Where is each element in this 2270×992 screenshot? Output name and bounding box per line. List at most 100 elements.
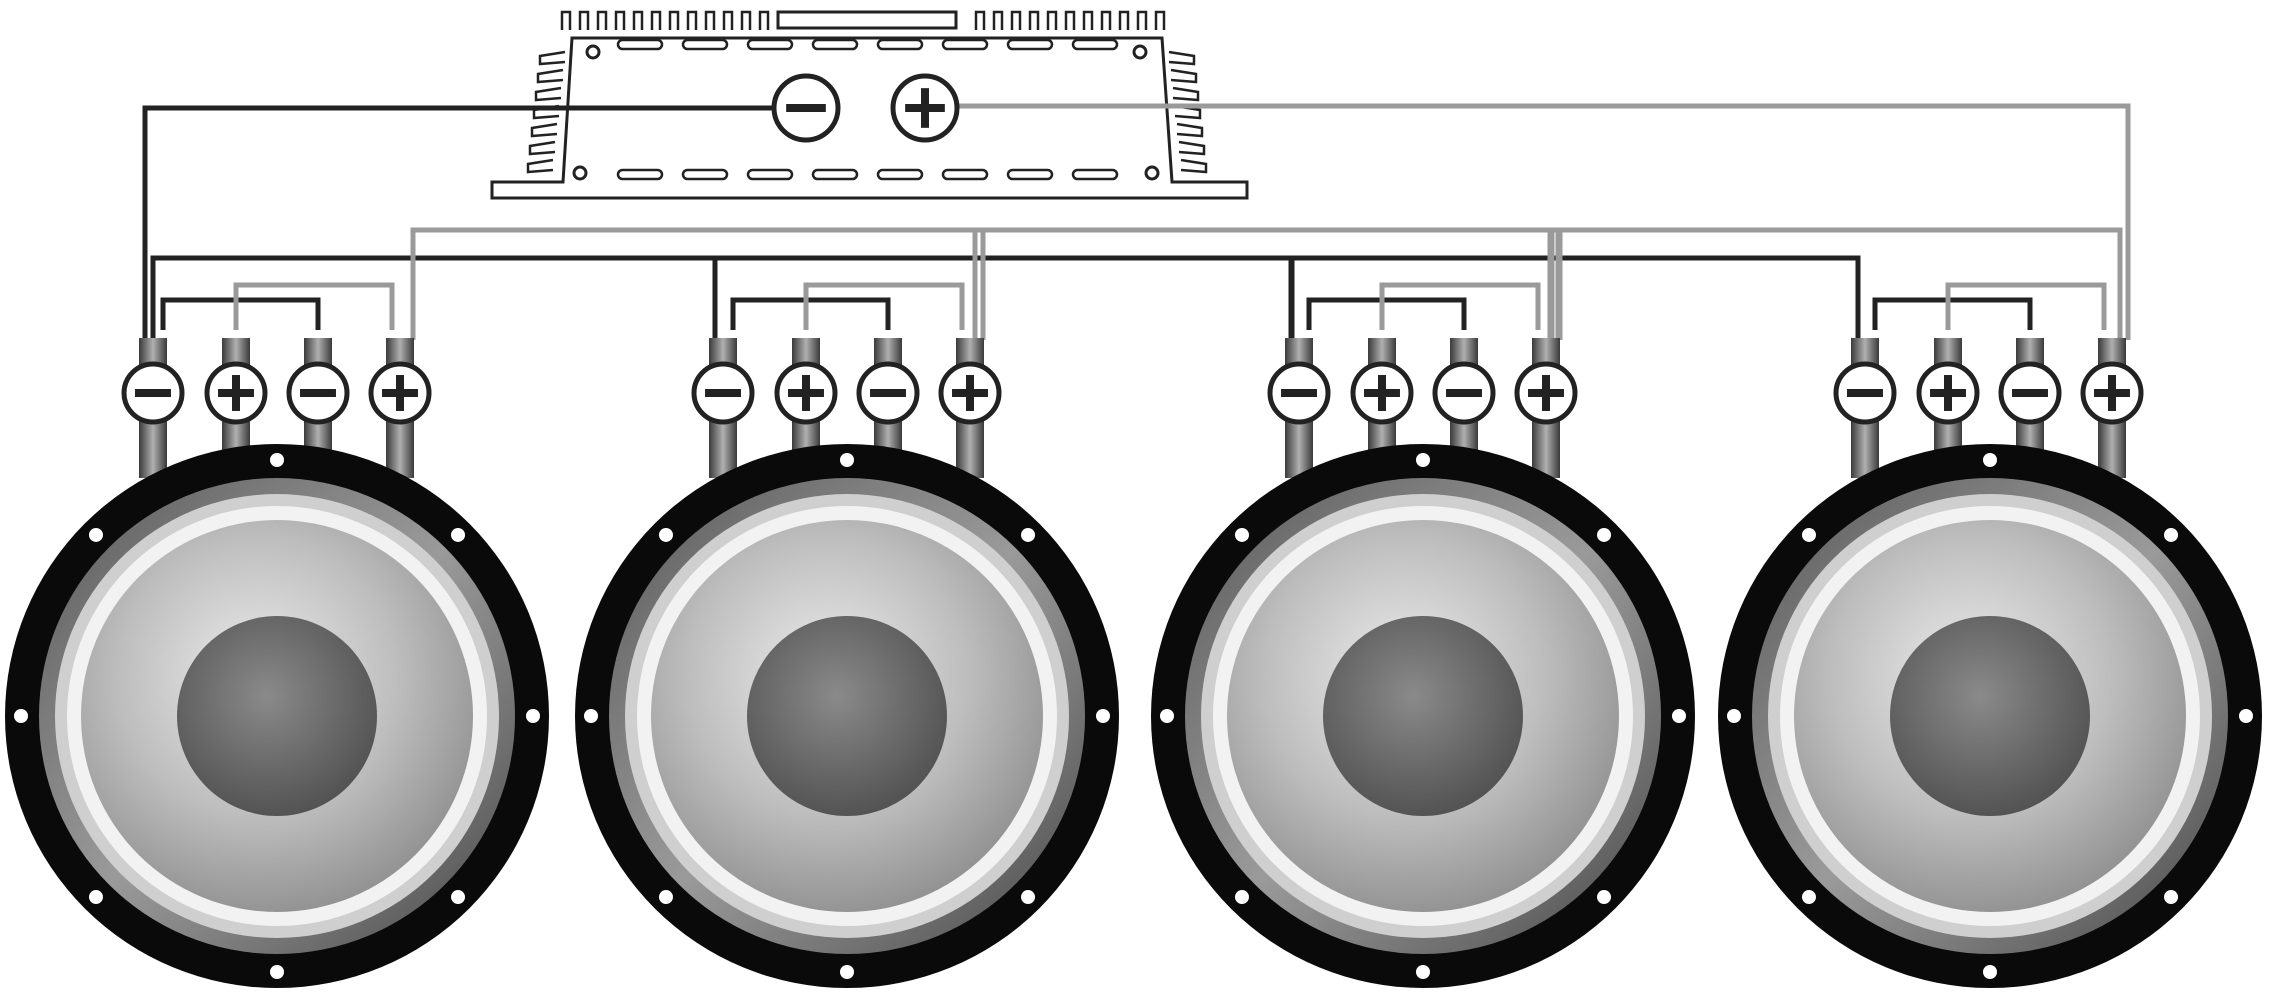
speaker-positive-terminal — [1350, 361, 1414, 425]
heatsink-fin — [668, 10, 680, 30]
speaker-negative-terminal — [856, 361, 920, 425]
mounting-hole — [451, 527, 466, 542]
series-jumper-positive — [233, 282, 395, 330]
heatsink-fin — [560, 10, 572, 30]
heatsink-fin — [758, 10, 770, 30]
mounting-hole — [1021, 890, 1036, 905]
mounting-hole — [270, 965, 284, 979]
vent-slot — [876, 38, 924, 51]
amplifier-negative-terminal — [771, 73, 841, 143]
vent-slot — [811, 38, 859, 51]
speaker-negative-terminal — [1998, 361, 2062, 425]
heatsink-fin — [722, 10, 734, 30]
heatsink-fin — [1154, 10, 1166, 30]
speaker-positive-terminal — [774, 361, 838, 425]
mounting-hole — [526, 709, 540, 723]
mounting-hole — [1234, 527, 1249, 542]
speaker — [1151, 338, 1695, 988]
heatsink-fin — [632, 10, 644, 30]
speakers — [5, 338, 2262, 988]
series-jumper-negative — [1306, 297, 1467, 330]
speaker-negative-terminal — [121, 361, 185, 425]
amplifier-heatsink-top — [560, 10, 1166, 30]
vent-slot — [1071, 168, 1119, 181]
vent-slot — [746, 38, 794, 51]
vent-slot — [941, 38, 989, 51]
mounting-hole — [1160, 709, 1174, 723]
plus-icon — [1944, 375, 1952, 411]
series-jumper-positive — [1945, 282, 2107, 330]
heatsink-fin — [1136, 10, 1148, 30]
plus-icon — [1542, 375, 1550, 411]
vent-slot — [876, 168, 924, 181]
mounting-hole — [658, 527, 673, 542]
negative-bus-wire — [150, 255, 1861, 340]
mounting-hole — [1416, 453, 1430, 467]
heatsink-fin — [1170, 68, 1198, 84]
heatsink-fin — [538, 50, 566, 66]
plus-icon — [2108, 375, 2116, 411]
mounting-hole — [1801, 527, 1816, 542]
speaker-negative-terminal — [1267, 361, 1331, 425]
series-jumper-negative — [160, 297, 321, 330]
minus-icon — [870, 389, 906, 397]
speaker-dust-cap — [747, 616, 947, 816]
plus-icon — [966, 375, 974, 411]
heatsink-fin — [992, 10, 1004, 30]
speaker — [575, 338, 1119, 988]
series-jumper-positive — [1379, 282, 1541, 330]
heatsink-fin — [974, 10, 986, 30]
heatsink-fin — [526, 158, 554, 174]
speaker-dust-cap — [1890, 616, 2090, 816]
heatsink-fin — [740, 10, 752, 30]
vent-slot — [616, 38, 664, 51]
mounting-hole — [2239, 709, 2253, 723]
mounting-hole — [1597, 890, 1612, 905]
heatsink-fin — [536, 68, 564, 84]
speaker-dust-cap — [1323, 616, 1523, 816]
heatsink-fin — [1010, 10, 1022, 30]
vent-slot — [811, 168, 859, 181]
minus-icon — [1446, 389, 1482, 397]
heatsink-fin — [1176, 122, 1204, 138]
series-jumper-negative — [730, 297, 891, 330]
mounting-hole — [270, 453, 284, 467]
plus-icon — [396, 375, 404, 411]
speaker-positive-terminal — [368, 361, 432, 425]
mounting-hole — [1801, 890, 1816, 905]
mounting-hole — [1672, 709, 1686, 723]
speaker-positive-terminal — [1916, 361, 1980, 425]
vent-slot — [1006, 168, 1054, 181]
vent-slot — [1071, 38, 1119, 51]
mounting-hole — [1983, 453, 1997, 467]
heatsink-fin — [1046, 10, 1058, 30]
positive-bus-wire — [410, 227, 2123, 340]
heatsink-fin — [596, 10, 608, 30]
amplifier-vents — [616, 38, 1119, 181]
mounting-hole — [88, 527, 103, 542]
mounting-hole — [1983, 965, 1997, 979]
mounting-hole — [1416, 965, 1430, 979]
speaker — [5, 338, 549, 988]
speaker-positive-terminal — [938, 361, 1002, 425]
vent-slot — [616, 168, 664, 181]
amplifier-terminals — [771, 73, 960, 143]
speaker-negative-terminal — [691, 361, 755, 425]
mounting-hole — [840, 453, 854, 467]
minus-icon — [1281, 389, 1317, 397]
speaker-positive-terminal — [2080, 361, 2144, 425]
vent-slot — [681, 38, 729, 51]
mounting-hole — [14, 709, 28, 723]
minus-icon — [705, 389, 741, 397]
mounting-hole — [2164, 527, 2179, 542]
plus-icon — [921, 88, 929, 128]
speaker-negative-terminal — [1833, 361, 1897, 425]
negative-main-wire — [142, 105, 780, 340]
minus-icon — [786, 104, 826, 112]
wires — [142, 103, 2131, 340]
speaker-positive-terminal — [204, 361, 268, 425]
heatsink-fin — [530, 122, 558, 138]
minus-icon — [2012, 389, 2048, 397]
